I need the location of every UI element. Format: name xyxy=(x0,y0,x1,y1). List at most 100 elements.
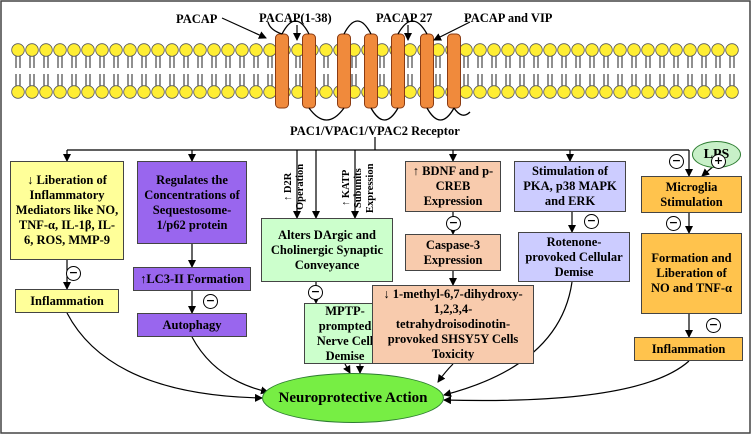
lipid-head xyxy=(641,43,655,57)
lipid-head xyxy=(697,43,711,57)
lipid-head xyxy=(221,43,235,57)
lipid-head xyxy=(557,85,571,99)
box-stimulation-pka: Stimulation of PKA, p38 MAPK and ERK xyxy=(514,161,626,212)
box-shsy5y-toxicity: ↓ 1-methyl-6,7-dihydroxy-1,2,3,4-tetrahy… xyxy=(372,285,534,364)
lipid-head xyxy=(459,85,473,99)
transmembrane-helix xyxy=(337,33,351,109)
receptor-loop xyxy=(370,107,399,121)
lipid-head xyxy=(207,85,221,99)
lipid-head xyxy=(473,85,487,99)
curve-inflammation-left xyxy=(66,312,263,402)
inhibit-icon: − xyxy=(666,216,681,231)
lipid-head xyxy=(725,43,739,57)
lipid-head xyxy=(543,43,557,57)
receptor-loop xyxy=(426,107,455,121)
lipid-head xyxy=(403,85,417,99)
box-inflammation-left: Inflammation xyxy=(15,289,119,313)
receptor-loop xyxy=(308,107,345,121)
stimulate-icon: + xyxy=(711,154,726,169)
box-rotenone-demise: Rotenone-provoked Cellular Demise xyxy=(518,232,630,282)
lipid-head xyxy=(179,43,193,57)
lipid-head xyxy=(487,85,501,99)
box-inflammation-right: Inflammation xyxy=(634,337,743,361)
lipid-head xyxy=(263,43,277,57)
lipid-head xyxy=(319,43,333,57)
curve-mptp xyxy=(343,363,351,374)
lipid-head xyxy=(263,85,277,99)
transmembrane-helix xyxy=(364,33,378,109)
inhibit-icon: − xyxy=(706,318,721,333)
lipid-head xyxy=(67,85,81,99)
lipid-head xyxy=(501,85,515,99)
lipid-head xyxy=(151,85,165,99)
label-pacap-vip: PACAP and VIP xyxy=(464,11,553,25)
box-formation-no-tnf: Formation and Liberation of NO and TNF-α xyxy=(641,233,742,314)
label-pacap-1-38: PACAP(1-38) xyxy=(259,11,332,25)
lipid-head xyxy=(39,85,53,99)
curve-autophagy xyxy=(191,336,269,395)
transmembrane-helix xyxy=(302,33,316,109)
label-pacap-27: PACAP 27 xyxy=(376,11,433,25)
lipid-head xyxy=(725,85,739,99)
lipid-head xyxy=(249,43,263,57)
lipid-head xyxy=(249,85,263,99)
lipid-head xyxy=(25,85,39,99)
lipid-head xyxy=(613,43,627,57)
lipid-head xyxy=(711,43,725,57)
lipid-head xyxy=(571,85,585,99)
katp-line2: Subunits xyxy=(353,168,364,208)
box-alters-synaptic: Alters DArgic and Cholinergic Synaptic C… xyxy=(261,218,393,282)
lipid-head xyxy=(529,43,543,57)
lipid-head xyxy=(235,85,249,99)
lipid-head xyxy=(501,43,515,57)
d2r-line1: ↑ D2R xyxy=(283,172,294,202)
lipid-head xyxy=(529,85,543,99)
lipid-head xyxy=(669,85,683,99)
transmembrane-helix xyxy=(391,33,405,109)
katp-line1: ↑ KATP xyxy=(341,169,352,207)
d2r-line2: Operation xyxy=(295,163,306,211)
lipid-head xyxy=(53,43,67,57)
inhibit-icon: − xyxy=(66,266,81,281)
lipid-head xyxy=(25,43,39,57)
receptor-7tm xyxy=(267,20,471,121)
label-d2r-operation: ↑ D2R Operation xyxy=(283,162,307,212)
lipid-head xyxy=(515,43,529,57)
curve-inflammation-right xyxy=(443,360,690,405)
lipid-head xyxy=(585,43,599,57)
lipid-head xyxy=(207,43,221,57)
connector-lines xyxy=(63,17,716,405)
lipid-head xyxy=(571,43,585,57)
inhibit-icon: − xyxy=(308,285,323,300)
lipid-head xyxy=(487,43,501,57)
curve-toxicity xyxy=(437,363,454,383)
box-autophagy: Autophagy xyxy=(137,313,247,337)
lipid-head xyxy=(53,85,67,99)
lipid-head xyxy=(39,43,53,57)
inhibit-icon: − xyxy=(669,154,684,169)
lipid-head xyxy=(221,85,235,99)
box-regulates-p62: Regulates the Concentrations of Sequesto… xyxy=(137,161,247,244)
box-caspase-3: Caspase-3 Expression xyxy=(405,234,501,271)
label-katp-expression: ↑ KATP Subunits Expression xyxy=(341,160,377,216)
lipid-head xyxy=(641,85,655,99)
lipid-head xyxy=(123,85,137,99)
label-pacap: PACAP xyxy=(176,12,218,26)
lipid-head xyxy=(515,85,529,99)
lipid-head xyxy=(193,43,207,57)
lipid-head xyxy=(165,43,179,57)
receptor-loop xyxy=(281,20,310,35)
arrow-pacap xyxy=(221,17,267,39)
lipid-head xyxy=(613,85,627,99)
lipid-head xyxy=(109,85,123,99)
lipid-head xyxy=(235,43,249,57)
lipid-head xyxy=(95,43,109,57)
lipid-head xyxy=(165,85,179,99)
box-lc3-formation: ↑LC3-II Formation xyxy=(133,267,251,291)
receptor-n-terminus xyxy=(267,21,283,35)
lipid-head xyxy=(543,85,557,99)
lipid-head xyxy=(193,85,207,99)
lipid-head xyxy=(137,43,151,57)
lipid-head xyxy=(599,43,613,57)
